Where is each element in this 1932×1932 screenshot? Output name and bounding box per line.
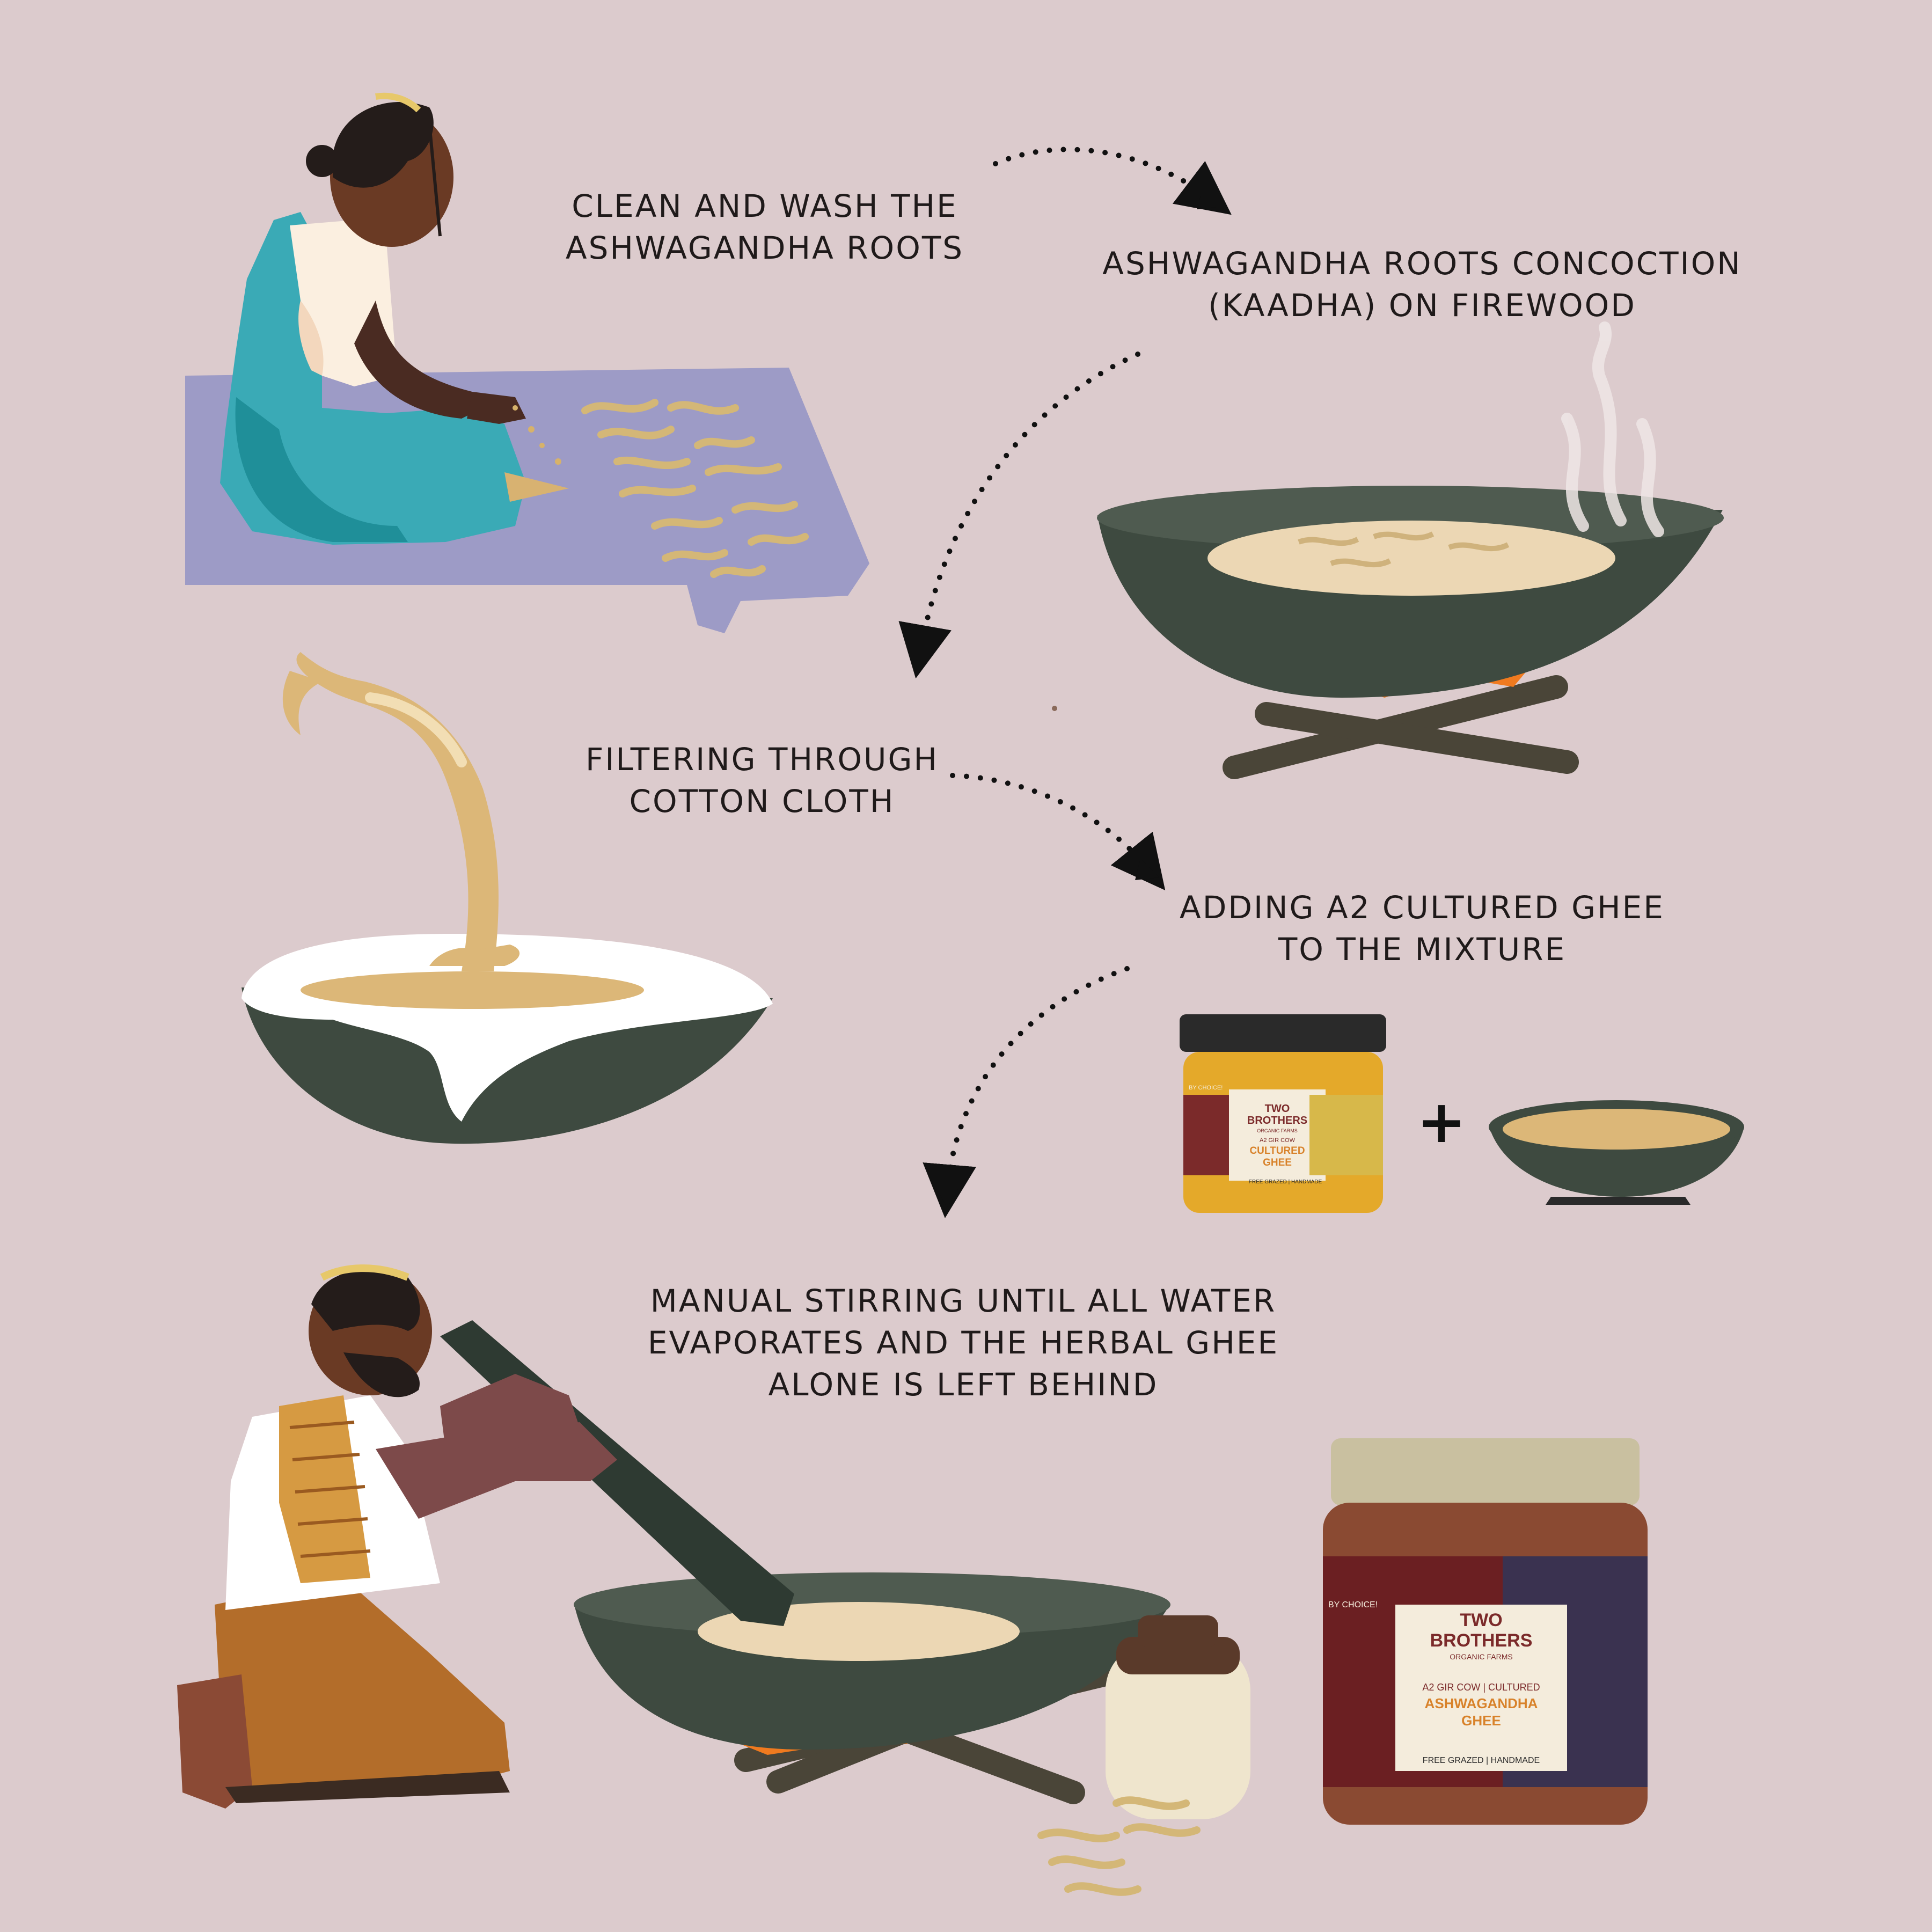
step4-line1: ADDING A2 CULTURED GHEE [1180, 889, 1665, 926]
woman-saree [220, 212, 526, 545]
jar-big-footer: FREE GRAZED | HANDMADE [1423, 1756, 1540, 1765]
jar-big-brand-line2: BROTHERS [1430, 1630, 1533, 1651]
ghee-jar-small-label: TWO BROTHERS ORGANIC FARMS A2 GIR COW CU… [1189, 1085, 1322, 1185]
jar-big-product-line1: ASHWAGANDHA [1425, 1695, 1538, 1711]
roots-bottom [1037, 1796, 1201, 1896]
arrow-heads [910, 191, 1221, 1208]
jar-big-product-line2: GHEE [1461, 1713, 1501, 1729]
step2-line2: (KAADHA) ON FIREWOOD [1208, 287, 1636, 324]
step3-caption: FILTERING THROUGH COTTON CLOTH [580, 738, 945, 822]
jar-big-brand-sub: ORGANIC FARMS [1450, 1652, 1512, 1661]
jar-small-brand-line2: BROTHERS [1247, 1115, 1307, 1126]
stirring-illustration [177, 1264, 1250, 1896]
step5-caption: MANUAL STIRRING UNTIL ALL WATER EVAPORAT… [633, 1280, 1293, 1406]
ghee-pour-stream [296, 652, 499, 971]
arrow-step4-to-step5 [923, 966, 1130, 1218]
jar-big-brand-line1: TWO [1460, 1610, 1502, 1630]
arrow-step2-to-step3 [898, 352, 1140, 679]
jar-small-footer: FREE GRAZED | HANDMADE [1249, 1179, 1322, 1185]
step4-line2: TO THE MIXTURE [1278, 931, 1567, 968]
washing-roots-illustration [185, 92, 869, 633]
kaadha-liquid [1208, 521, 1615, 596]
step3-line2: COTTON CLOTH [629, 783, 895, 819]
jar-small-brand-line1: TWO [1265, 1103, 1290, 1115]
clay-pot [1106, 1615, 1250, 1819]
arrow-step1-to-step2 [993, 147, 1232, 215]
step5-line1: MANUAL STIRRING UNTIL ALL WATER [650, 1283, 1277, 1319]
ghee-jar-big-label: TWO BROTHERS ORGANIC FARMS A2 GIR COW | … [1328, 1600, 1540, 1765]
jar-small-product-line1: CULTURED [1249, 1145, 1305, 1157]
ashwagandha-roots [581, 399, 809, 578]
kaadha-pan-illustration [1052, 321, 1724, 779]
jar-small-side-text: BY CHOICE! [1189, 1085, 1223, 1091]
man-pants [215, 1578, 510, 1792]
jar-small-brand-sub: ORGANIC FARMS [1257, 1128, 1298, 1133]
step3-line1: FILTERING THROUGH [585, 741, 939, 778]
step1-line2: ASHWAGANDHA ROOTS [565, 230, 964, 266]
flow-arrows [898, 147, 1232, 1218]
plus-sign: + [1417, 1087, 1467, 1156]
step2-line1: ASHWAGANDHA ROOTS CONCOCTION [1102, 245, 1742, 282]
ghee-jar-big [1323, 1438, 1648, 1825]
step5-line3: ALONE IS LEFT BEHIND [768, 1366, 1159, 1403]
steam [1561, 321, 1664, 537]
step4-caption: ADDING A2 CULTURED GHEE TO THE MIXTURE [1175, 887, 1669, 970]
jar-big-variant: A2 GIR COW | CULTURED [1422, 1682, 1540, 1693]
step1-caption: CLEAN AND WASH THE ASHWAGANDHA ROOTS [558, 185, 971, 269]
ghee-bowl-small [1489, 1100, 1744, 1205]
step2-caption: ASHWAGANDHA ROOTS CONCOCTION (KAADHA) ON… [1089, 243, 1755, 326]
jar-small-variant: A2 GIR COW [1260, 1137, 1296, 1144]
woman-arm [354, 301, 483, 419]
jar-small-product-line2: GHEE [1263, 1157, 1292, 1168]
ghee-in-bowl [1503, 1109, 1730, 1150]
man-arm [376, 1422, 617, 1519]
arrow-step3-to-step4 [950, 773, 1166, 891]
jar-big-side-text: BY CHOICE! [1328, 1600, 1378, 1609]
step5-line2: EVAPORATES AND THE HERBAL GHEE [647, 1324, 1279, 1361]
ghee-jar-small [1180, 1014, 1386, 1213]
filtering-illustration [241, 652, 773, 1144]
step1-line1: CLEAN AND WASH THE [572, 188, 958, 224]
